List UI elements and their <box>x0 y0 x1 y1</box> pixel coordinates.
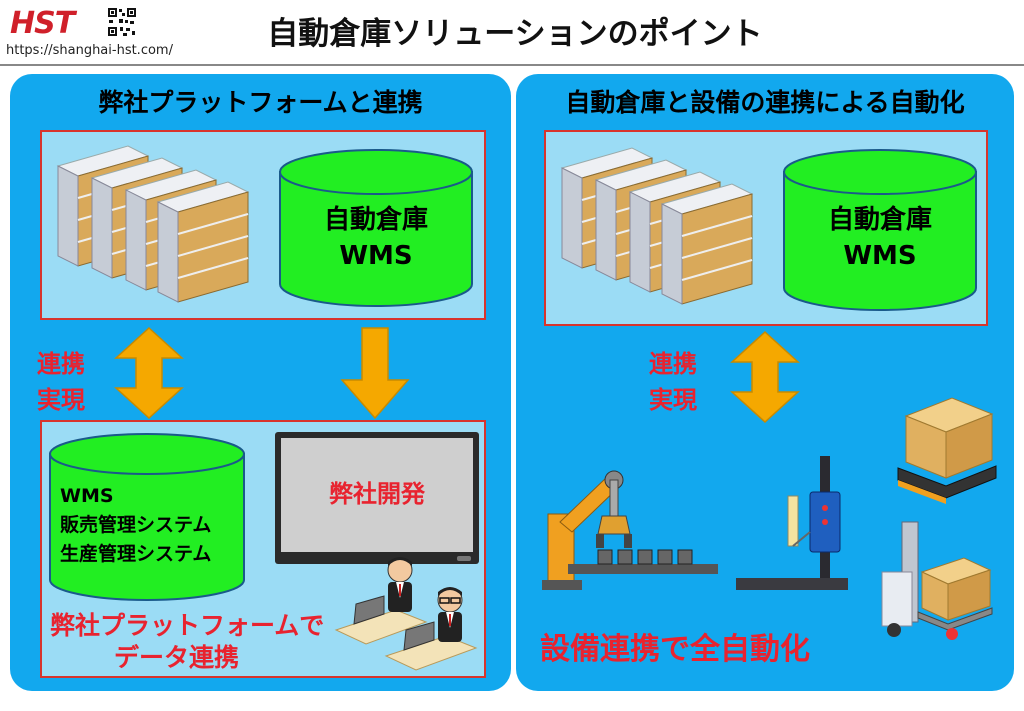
right-cylinder-line1: 自動倉庫 <box>827 205 932 235</box>
header-divider <box>0 64 1024 66</box>
system-list-item-sales: 販売管理システム <box>60 514 212 536</box>
database-cylinder-icon <box>783 149 977 311</box>
left-panel: 弊社プラットフォームと連携 <box>10 74 511 691</box>
right-wms-cylinder: 自動倉庫 WMS <box>782 148 978 312</box>
right-warehouse-box: 自動倉庫 WMS <box>544 130 988 326</box>
bidirectional-arrow-icon <box>730 330 800 424</box>
left-cylinder-line2: WMS <box>339 241 413 271</box>
left-platform-box: WMS 販売管理システム 生産管理システム 弊社開発 弊社プラットフォームで デ… <box>40 420 486 678</box>
website-url: https://shanghai-hst.com/ <box>6 43 173 58</box>
system-list-item-wms: WMS <box>60 485 114 507</box>
left-panel-title: 弊社プラットフォームと連携 <box>98 88 423 117</box>
monitor-label: 弊社開発 <box>329 480 425 508</box>
company-logo: HST <box>10 6 75 41</box>
left-bottom-caption-2: データ連携 <box>114 643 240 672</box>
left-warehouse-box: 自動倉庫 WMS <box>40 130 486 320</box>
right-cylinder-line2: WMS <box>843 241 917 271</box>
header: HST https://shanghai-hst.com/ 自動倉庫ソリューショ… <box>0 0 1024 66</box>
down-arrow-icon <box>340 327 410 420</box>
wrapping-machine-icon <box>736 456 848 590</box>
agv-package-icon <box>897 397 997 504</box>
left-wms-cylinder: 自動倉庫 WMS <box>278 148 474 308</box>
monitor-screen: 弊社開発 <box>275 432 479 564</box>
robot-arm-icon <box>542 470 718 590</box>
left-link-label-1: 連携 <box>37 350 85 378</box>
database-cylinder-icon <box>49 433 245 601</box>
left-link-label-2: 実現 <box>37 386 85 414</box>
right-link-label-1: 連携 <box>649 350 697 378</box>
right-panel: 自動倉庫と設備の連携による自動化 <box>516 74 1014 691</box>
page-title: 自動倉庫ソリューションのポイント <box>267 16 763 52</box>
database-cylinder-icon <box>279 149 473 307</box>
office-workers-icon <box>334 557 478 671</box>
left-cylinder-line1: 自動倉庫 <box>323 205 428 235</box>
right-bottom-caption: 設備連携で全自動化 <box>540 632 810 667</box>
system-list-item-production: 生産管理システム <box>60 543 212 565</box>
left-bottom-caption-1: 弊社プラットフォームで <box>50 611 325 640</box>
warehouse-racks-icon <box>560 147 754 305</box>
forklift-icon <box>881 521 993 640</box>
left-system-cylinder: WMS 販売管理システム 生産管理システム <box>48 432 246 602</box>
bidirectional-arrow-icon <box>114 326 184 420</box>
qr-code-icon <box>107 7 137 37</box>
warehouse-racks-icon <box>56 145 250 303</box>
right-link-label-2: 実現 <box>649 386 697 414</box>
right-panel-title: 自動倉庫と設備の連携による自動化 <box>565 88 965 117</box>
